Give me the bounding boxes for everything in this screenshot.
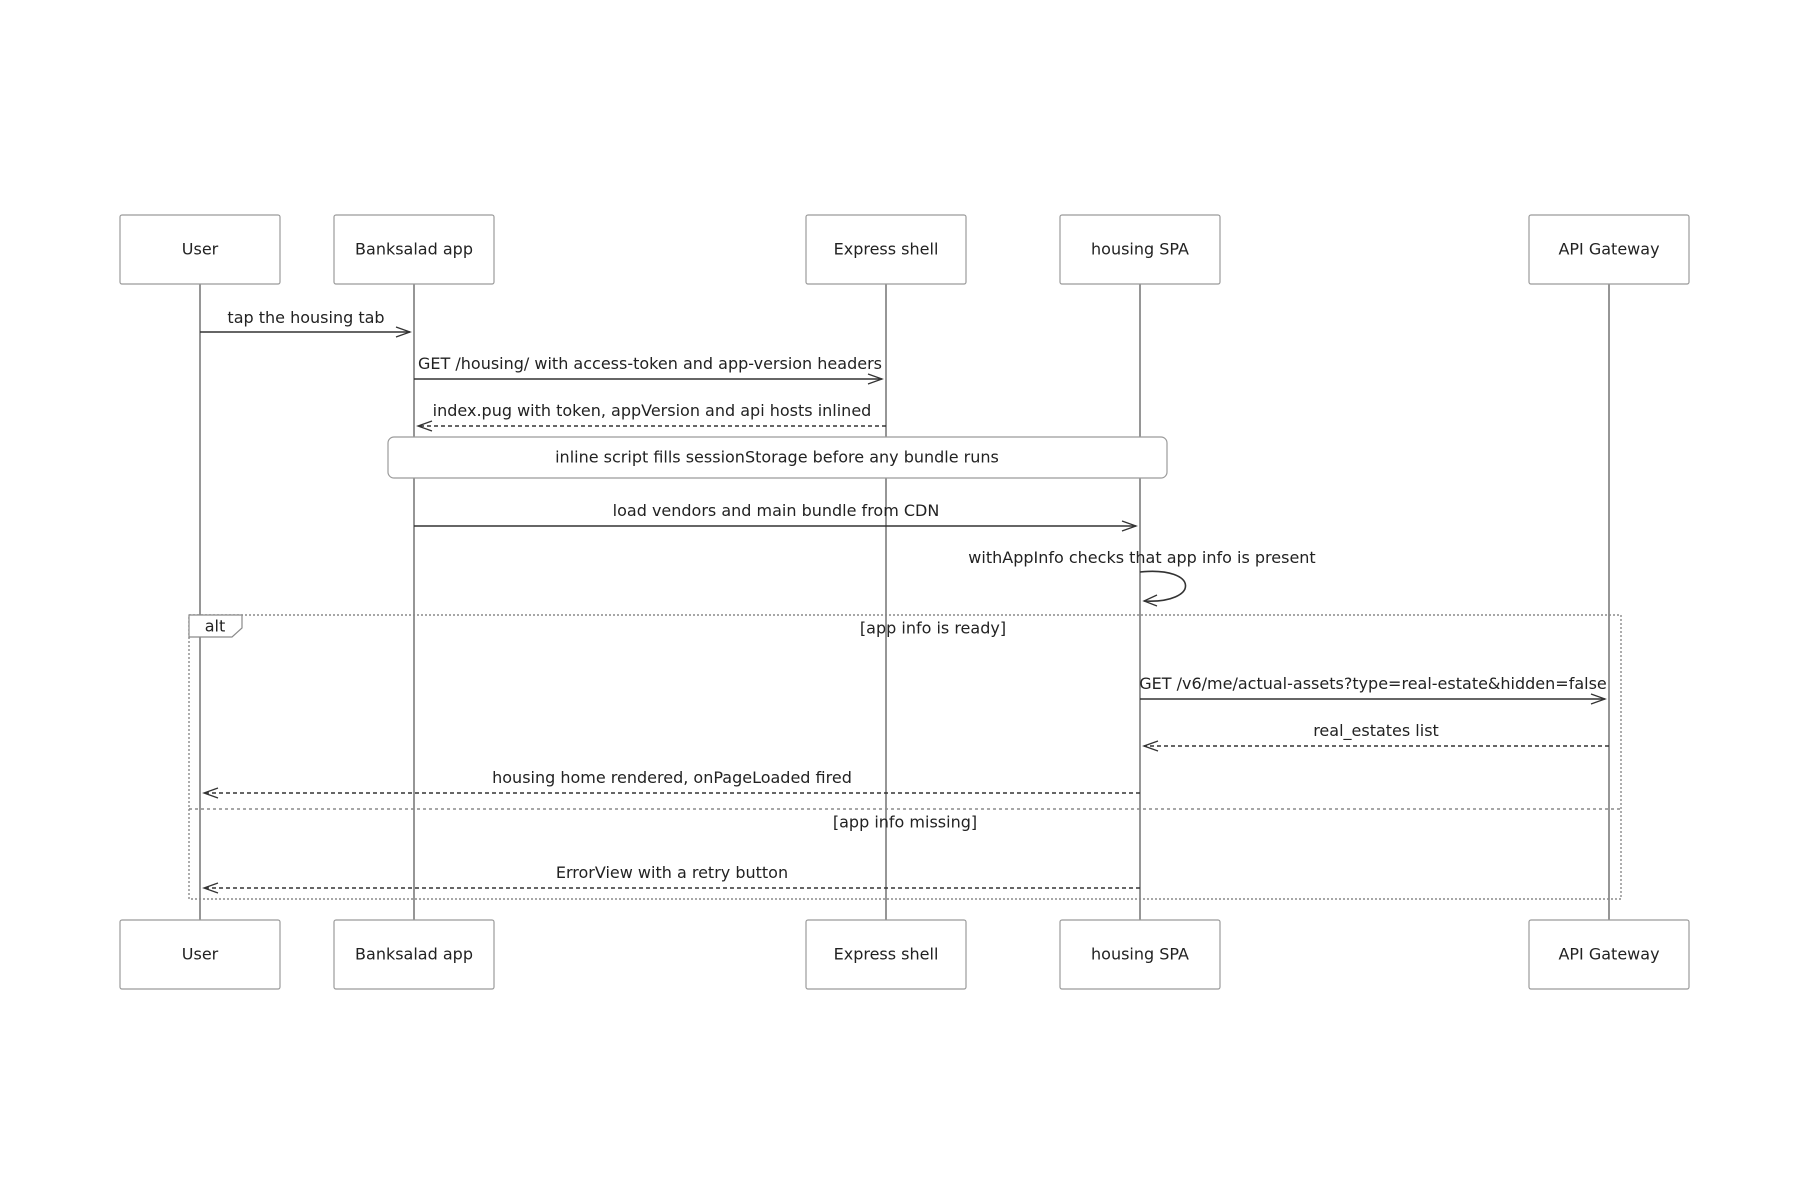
alt-frame: alt [app info is ready] [app info missin… — [188, 614, 1622, 900]
participant-housing-spa-top: housing SPA — [1059, 214, 1221, 285]
participant-banksalad-app-bottom: Banksalad app — [333, 919, 495, 990]
participant-label: housing SPA — [1091, 240, 1189, 259]
arrow-head — [1142, 740, 1159, 752]
participant-user-top: User — [119, 214, 281, 285]
message-label: tap the housing tab — [227, 308, 384, 327]
message-with-app-info-check: withAppInfo checks that app info is pres… — [968, 548, 1316, 607]
arrow-head — [202, 882, 219, 894]
participant-housing-spa-bottom: housing SPA — [1059, 919, 1221, 990]
alt-frame-tab — [188, 614, 243, 638]
arrow-head — [416, 420, 433, 432]
message-label: real_estates list — [1313, 721, 1439, 741]
message-housing-home-rendered: housing home rendered, onPageLoaded fire… — [202, 768, 1140, 799]
participant-label: User — [182, 240, 219, 259]
participant-api-gateway-top: API Gateway — [1528, 214, 1690, 285]
arrow-head — [1142, 594, 1158, 607]
message-index-pug-reply: index.pug with token, appVersion and api… — [416, 401, 886, 432]
note-session-storage: inline script fills sessionStorage befor… — [387, 436, 1168, 479]
participant-label: Express shell — [834, 240, 939, 259]
arrow-head — [1590, 693, 1607, 705]
participant-label: API Gateway — [1558, 240, 1659, 259]
participant-express-shell-top: Express shell — [805, 214, 967, 285]
message-label: housing home rendered, onPageLoaded fire… — [492, 768, 852, 787]
arrow-head — [1121, 520, 1138, 532]
participant-label: API Gateway — [1558, 945, 1659, 964]
participant-label: housing SPA — [1091, 945, 1189, 964]
participant-express-shell-bottom: Express shell — [805, 919, 967, 990]
message-label: ErrorView with a retry button — [556, 863, 788, 882]
message-label: load vendors and main bundle from CDN — [613, 501, 940, 520]
note-text: inline script fills sessionStorage befor… — [555, 448, 999, 467]
message-line — [1139, 570, 1187, 602]
arrow-head — [202, 787, 219, 799]
participant-label: Banksalad app — [355, 240, 473, 259]
message-real-estates-list: real_estates list — [1142, 721, 1609, 752]
message-label: GET /housing/ with access-token and app-… — [418, 354, 882, 373]
arrow-head — [395, 326, 412, 338]
alt-condition-missing: [app info missing] — [833, 813, 977, 832]
alt-keyword: alt — [205, 617, 226, 636]
message-label: withAppInfo checks that app info is pres… — [968, 548, 1315, 567]
message-get-actual-assets: GET /v6/me/actual-assets?type=real-estat… — [1139, 674, 1607, 705]
message-error-view: ErrorView with a retry button — [202, 863, 1140, 894]
message-label: GET /v6/me/actual-assets?type=real-estat… — [1139, 674, 1607, 693]
participant-banksalad-app-top: Banksalad app — [333, 214, 495, 285]
alt-condition-ready: [app info is ready] — [860, 619, 1006, 638]
participant-user-bottom: User — [119, 919, 281, 990]
participant-api-gateway-bottom: API Gateway — [1528, 919, 1690, 990]
message-load-bundle: load vendors and main bundle from CDN — [414, 501, 1138, 532]
message-get-housing: GET /housing/ with access-token and app-… — [414, 354, 884, 385]
message-label: index.pug with token, appVersion and api… — [433, 401, 872, 420]
participant-label: User — [182, 945, 219, 964]
message-tap-housing-tab: tap the housing tab — [200, 308, 412, 338]
participant-label: Banksalad app — [355, 945, 473, 964]
alt-frame-border — [188, 614, 1622, 900]
participant-label: Express shell — [834, 945, 939, 964]
arrow-head — [867, 373, 884, 385]
